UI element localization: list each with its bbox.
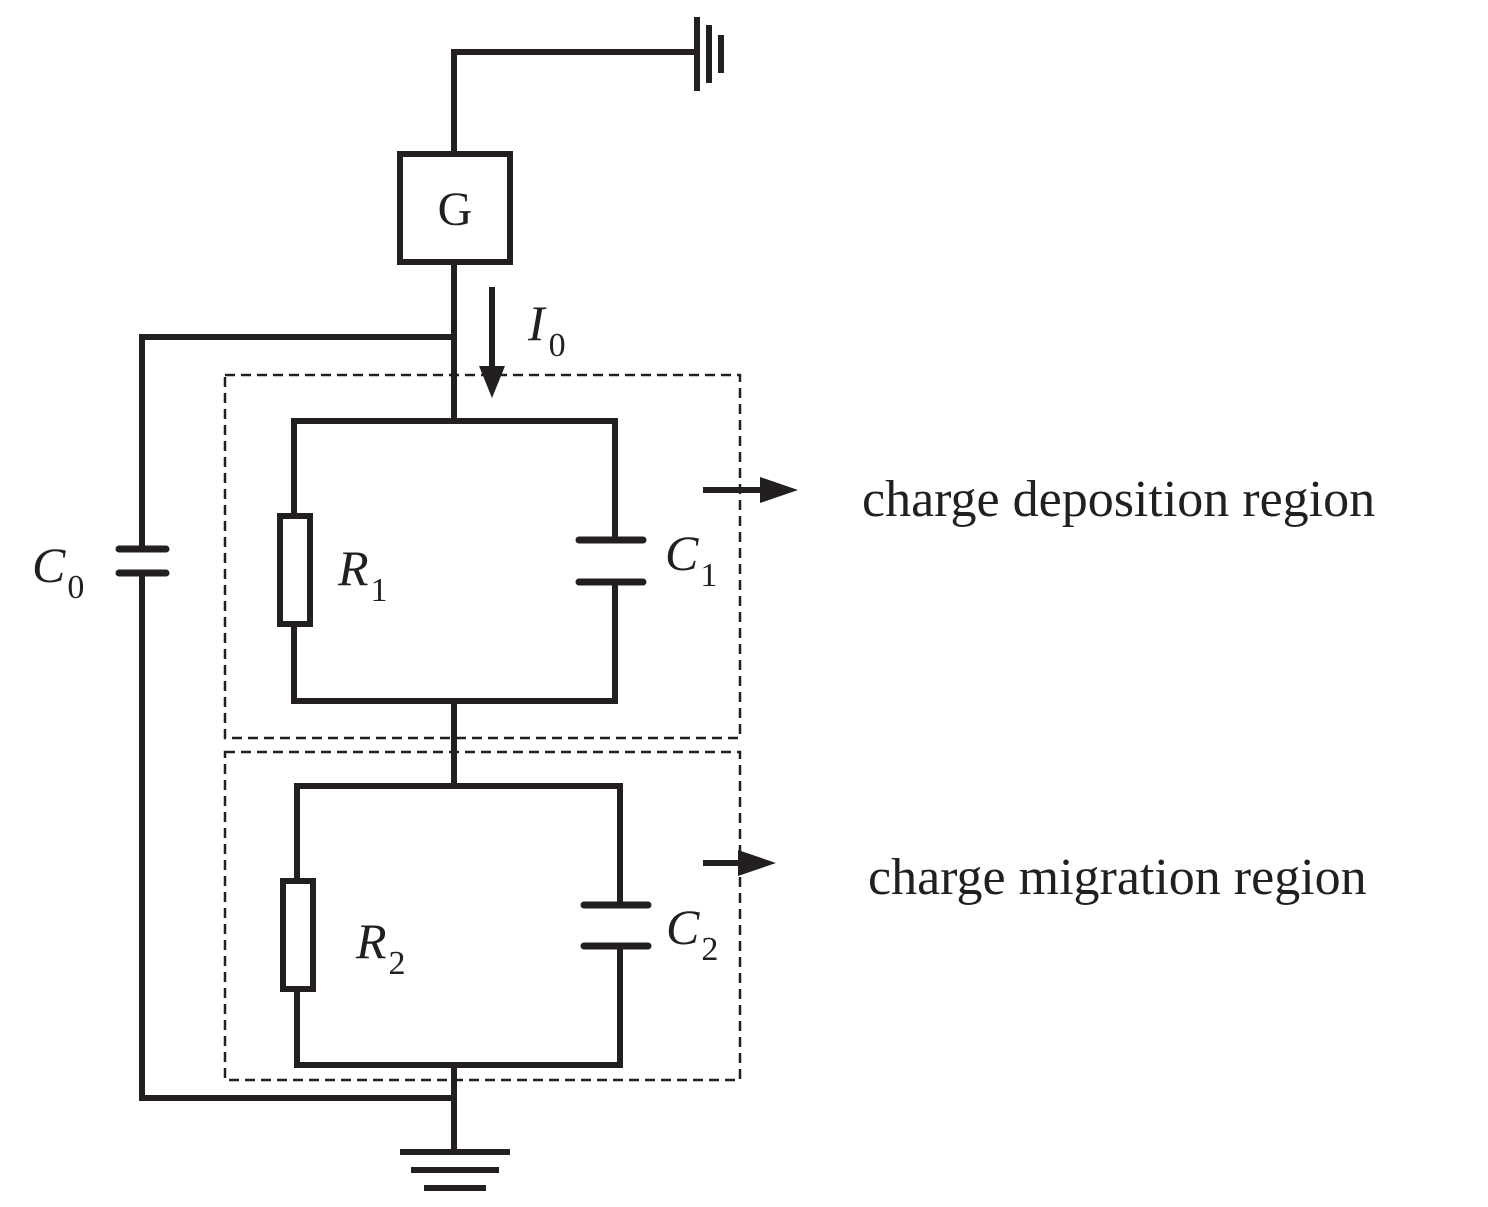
- wire-c0-top: [139, 334, 457, 552]
- wire-c0-bottom: [139, 570, 457, 1101]
- c2-label: C2: [666, 899, 718, 968]
- rc1-bottom: [291, 579, 618, 704]
- c0-label: C0: [32, 537, 84, 606]
- generator-box: [397, 151, 513, 265]
- migration-region-box: [223, 750, 742, 1082]
- r2-resistor: [280, 878, 316, 992]
- r2-label: R2: [355, 913, 406, 982]
- r1-resistor: [277, 513, 313, 627]
- r1-label: R1: [337, 540, 388, 609]
- rc1-frame: [291, 418, 618, 543]
- deposition-region-box: [223, 373, 742, 740]
- generator-label: G: [438, 183, 473, 236]
- rc2-bottom: [294, 943, 623, 1068]
- migration-region-label: charge migration region: [868, 849, 1367, 906]
- c1-label: C1: [665, 525, 717, 594]
- deposition-arrow-head: [760, 477, 798, 503]
- wire-generator-to-top-ground: [451, 49, 700, 155]
- deposition-region-label: charge deposition region: [862, 471, 1375, 528]
- top-ground-symbol: [694, 17, 724, 91]
- bottom-ground-symbol: [400, 1149, 510, 1191]
- migration-arrow-head: [738, 850, 776, 876]
- rc2-frame: [294, 783, 623, 908]
- current-arrow-head: [479, 366, 505, 398]
